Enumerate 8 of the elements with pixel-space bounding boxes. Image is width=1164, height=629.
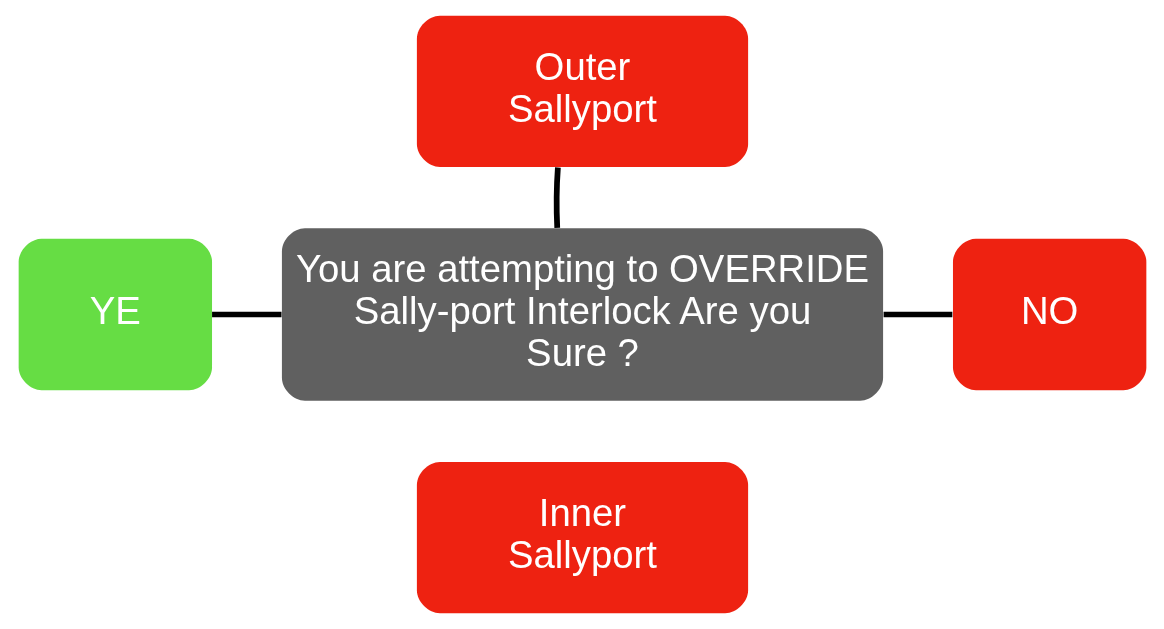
- node-box: YE: [18, 238, 212, 391]
- connector: [883, 311, 952, 318]
- connector: [553, 167, 561, 228]
- node-box: Outer Sallyport: [416, 15, 748, 168]
- connector: [211, 311, 281, 318]
- node-box: Inner Sallyport: [416, 461, 748, 614]
- node-box: You are attempting to OVERRIDE Sally-port Interlock Are you Sure ?: [281, 228, 883, 401]
- node-box: NO: [952, 238, 1146, 391]
